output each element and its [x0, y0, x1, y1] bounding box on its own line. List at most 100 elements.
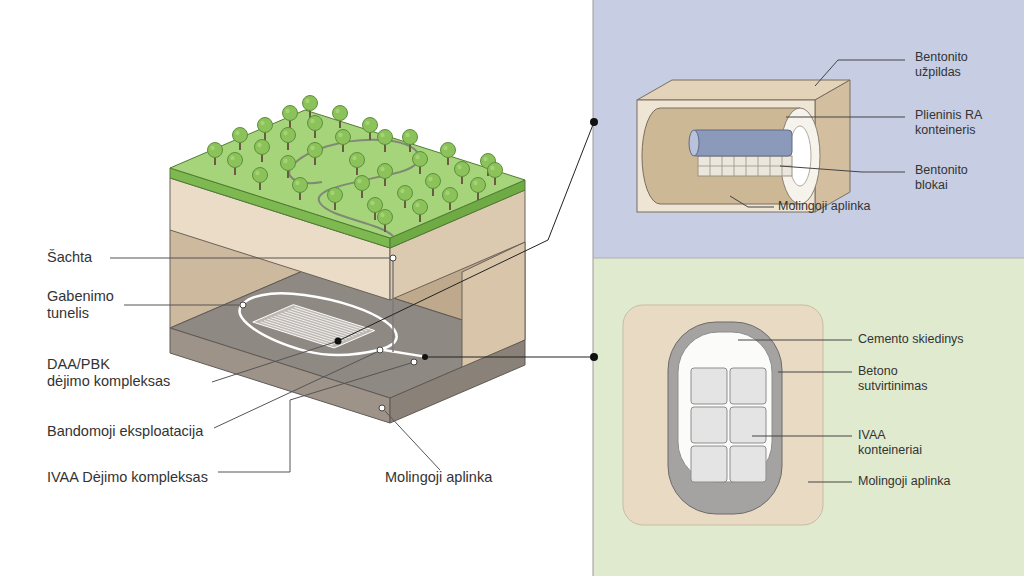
tree	[283, 106, 298, 129]
leader-line	[730, 196, 774, 207]
block-joint	[698, 166, 792, 167]
part-label: Bentonito blokai	[915, 163, 968, 193]
marker-circle	[377, 347, 383, 353]
tunnel-cavity	[642, 108, 800, 204]
disposal-drift	[288, 310, 361, 333]
part-label: Molingoji aplinka	[778, 199, 870, 214]
marker-circle	[390, 255, 396, 261]
tree	[443, 188, 458, 211]
tree	[233, 128, 248, 151]
part-label: DAA/PBK dėjimo kompleksas	[47, 356, 170, 391]
cement-grout	[678, 332, 772, 482]
tree	[255, 140, 270, 163]
tree	[350, 153, 365, 176]
disposal-drift	[271, 318, 344, 341]
tree	[403, 130, 418, 153]
part-label: IVAA konteineriai	[858, 428, 922, 458]
tree	[378, 210, 393, 233]
block-joint	[734, 156, 735, 176]
marker-circle	[379, 405, 385, 411]
concrete-lining	[668, 322, 782, 514]
shaft-line	[392, 258, 394, 352]
ground-surface	[170, 110, 525, 238]
tree	[413, 152, 428, 175]
tree	[228, 153, 243, 176]
waste-container	[730, 446, 766, 482]
tree	[308, 116, 323, 139]
disposal-drift	[284, 312, 357, 335]
leader-line	[815, 60, 905, 86]
part-label: Molingoji aplinka	[858, 474, 950, 489]
tree	[378, 164, 393, 187]
tree	[258, 118, 273, 141]
part-label: Gabenimo tunelis	[47, 288, 114, 323]
connector-dot	[590, 118, 598, 126]
leader-line	[212, 342, 335, 382]
part-label: Bentonito užpildas	[915, 50, 968, 80]
marker-circle	[240, 302, 246, 308]
tree	[455, 162, 470, 185]
leader-line	[214, 352, 377, 428]
part-label: IVAA Dėjimo kompleksas	[47, 469, 208, 486]
leader-line	[110, 258, 389, 259]
leader-line	[218, 363, 411, 472]
tree	[398, 186, 413, 209]
disposal-drift	[291, 309, 364, 332]
leader-line	[786, 117, 905, 118]
tree	[363, 118, 378, 141]
tree	[378, 130, 393, 153]
tree	[426, 174, 441, 197]
waste-container	[730, 368, 766, 404]
part-label: Bandomoji eksploatacija	[47, 423, 203, 440]
block-joint	[722, 156, 723, 176]
leader-line	[808, 482, 852, 483]
block-joint	[746, 156, 747, 176]
disposal-field	[253, 305, 375, 348]
tree	[293, 178, 308, 201]
transport-tunnel	[380, 345, 425, 360]
part-label: Plieninis RA konteineris	[915, 108, 982, 138]
part-label: Šachta	[47, 249, 92, 266]
clay-layer	[390, 340, 525, 423]
tree	[441, 143, 456, 166]
marker-circle	[411, 359, 417, 365]
panel-background	[593, 0, 1024, 258]
disposal-drift	[267, 319, 340, 342]
panel-divider	[593, 258, 1024, 259]
tunnel-block	[815, 80, 850, 212]
leader-line	[385, 411, 440, 470]
block-joint	[758, 156, 759, 176]
tree	[333, 106, 348, 129]
clay-layer	[170, 328, 390, 423]
bentonite-blocks	[698, 156, 792, 176]
marker-dot	[422, 354, 428, 360]
disposal-drift	[277, 315, 350, 338]
disposal-drift	[281, 313, 354, 336]
disposal-drift	[261, 322, 334, 345]
tree	[308, 143, 323, 166]
tree	[208, 143, 223, 166]
leader-line	[738, 340, 852, 341]
clay-section	[623, 305, 823, 525]
waste-container	[691, 368, 727, 404]
tree	[471, 178, 486, 201]
tree	[253, 168, 268, 191]
connector-dot	[590, 353, 598, 361]
tree	[328, 188, 343, 211]
block-joint	[770, 156, 771, 176]
leader-line	[124, 305, 239, 306]
waste-container	[691, 446, 727, 482]
panel-connector	[340, 122, 594, 340]
leader-line	[780, 166, 905, 172]
steel-container	[689, 130, 699, 156]
part-label: Molingoji aplinka	[385, 469, 492, 486]
tree	[488, 163, 503, 186]
part-label: Betono sutvirtinimas	[858, 364, 927, 394]
leader-line	[778, 372, 852, 373]
tree	[336, 130, 351, 153]
block-joint	[710, 156, 711, 176]
panel-connector	[425, 357, 594, 358]
surface-road	[289, 140, 419, 236]
tree	[281, 128, 296, 151]
